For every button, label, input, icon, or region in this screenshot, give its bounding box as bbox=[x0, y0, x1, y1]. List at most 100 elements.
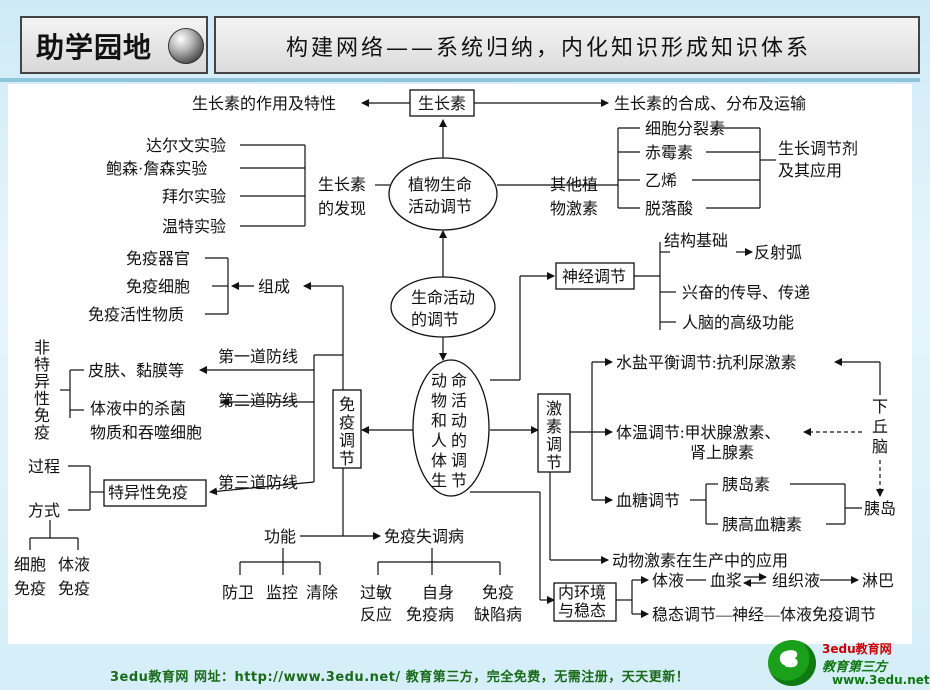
animal-regulation-char: 调 bbox=[451, 452, 467, 470]
homeostasis-line2: 与稳态 bbox=[558, 602, 606, 620]
brain-function-label: 人脑的高级功能 bbox=[682, 314, 794, 332]
pancreatic-islet-label: 胰岛 bbox=[864, 500, 896, 518]
neural-regulation-box bbox=[555, 262, 635, 290]
animal-regulation-char: 人 bbox=[431, 432, 447, 450]
other-hormones-line1: 其他植 bbox=[550, 176, 598, 194]
disorder-autoimmune-line2: 免疫病 bbox=[406, 606, 454, 624]
footer: 3edu教育网 网址：http://www.3edu.net/ 教育第三方，完全… bbox=[0, 660, 920, 690]
hormone-gibberellin: 赤霉素 bbox=[645, 144, 693, 162]
first-barrier-content: 皮肤、黏膜等 bbox=[88, 362, 184, 380]
animal-regulation-char: 活 bbox=[451, 392, 467, 410]
function-label: 功能 bbox=[264, 528, 296, 546]
structural-basis-label: 结构基础 bbox=[664, 232, 728, 250]
cellular-immunity-line1: 细胞 bbox=[14, 556, 46, 574]
immune-disorder-label: 免疫失调病 bbox=[384, 528, 464, 546]
logo-line1: 3edu教育网 bbox=[822, 642, 892, 656]
animal-regulation-ellipse bbox=[412, 359, 490, 497]
composition-label: 组成 bbox=[258, 278, 290, 296]
hormone-cytokinin: 细胞分裂素 bbox=[645, 120, 725, 138]
banner-title: 构建网络——系统归纳，内化知识形成知识体系 bbox=[286, 36, 812, 61]
method-label: 方式 bbox=[28, 502, 60, 520]
immune-regulation-char: 疫 bbox=[339, 414, 355, 432]
growth-regulator-line1: 生长调节剂 bbox=[778, 140, 858, 158]
badge-title: 助学园地 bbox=[36, 31, 153, 64]
animal-regulation-char: 生 bbox=[431, 472, 447, 490]
second-barrier-content-line2: 物质和吞噬细胞 bbox=[90, 424, 202, 442]
animal-regulation-char: 和 bbox=[431, 412, 447, 430]
animal-regulation-char: 体 bbox=[431, 452, 447, 470]
glucagon-label: 胰高血糖素 bbox=[722, 516, 802, 534]
immune-regulation-char: 免 bbox=[339, 396, 355, 414]
disorder-immunodeficiency-line2: 缺陷病 bbox=[474, 606, 522, 624]
site-logo-icon bbox=[768, 640, 816, 686]
auxin-box bbox=[409, 89, 475, 117]
immune-regulation-char: 节 bbox=[339, 450, 355, 468]
function-defense: 防卫 bbox=[222, 584, 254, 602]
animal-regulation-char: 命 bbox=[451, 372, 467, 390]
process-label: 过程 bbox=[28, 458, 60, 476]
body-temp-line2: 肾上腺素 bbox=[690, 444, 754, 462]
auxin-discovery-line1: 生长素 bbox=[318, 176, 366, 194]
life-regulation-line2: 的调节 bbox=[411, 311, 459, 329]
disorder-allergy-line2: 反应 bbox=[360, 605, 392, 624]
neural-regulation-label: 神经调节 bbox=[562, 268, 626, 286]
footer-text: 3edu教育网 网址：http://www.3edu.net/ 教育第三方，完全… bbox=[110, 670, 690, 685]
non-specific-char: 特 bbox=[34, 356, 50, 374]
excitation-label: 兴奋的传导、传递 bbox=[682, 284, 810, 302]
hormone-ethylene: 乙烯 bbox=[645, 172, 677, 190]
banner-panel: 构建网络——系统归纳，内化知识形成知识体系 bbox=[214, 16, 920, 74]
immune-cell: 免疫细胞 bbox=[126, 278, 190, 296]
third-barrier-label: 第三道防线 bbox=[218, 474, 298, 492]
experiment-paal: 拜尔实验 bbox=[162, 188, 226, 206]
experiment-went: 温特实验 bbox=[162, 218, 226, 236]
animal-regulation-char: 节 bbox=[451, 472, 467, 490]
plant-regulation-ellipse bbox=[388, 157, 498, 231]
water-salt-label: 水盐平衡调节:抗利尿激素 bbox=[616, 354, 796, 372]
experiment-boysen-jensen: 鲍森·詹森实验 bbox=[106, 160, 207, 178]
hormone-regulation-char: 素 bbox=[546, 418, 562, 436]
hormone-regulation-char: 节 bbox=[546, 454, 562, 472]
auxin-discovery-line2: 的发现 bbox=[318, 200, 366, 218]
specific-immunity-label: 特异性免疫 bbox=[108, 484, 188, 502]
hormone-application-label: 动物激素在生产中的应用 bbox=[612, 551, 788, 570]
disorder-immunodeficiency-line1: 免疫 bbox=[482, 584, 514, 602]
hormone-abscisic-acid: 脱落酸 bbox=[645, 200, 693, 218]
connector-lines bbox=[29, 99, 884, 618]
cellular-immunity-line2: 免疫 bbox=[14, 580, 46, 598]
header: 助学园地 构建网络——系统归纳，内化知识形成知识体系 bbox=[10, 8, 920, 74]
humoral-immunity-line1: 体液 bbox=[58, 556, 90, 574]
logo-mark: 3 bbox=[784, 648, 800, 673]
second-barrier-content-line1: 体液中的杀菌 bbox=[90, 400, 186, 418]
header-divider bbox=[0, 78, 920, 82]
other-hormones-line2: 物激素 bbox=[550, 200, 598, 218]
body-temp-line1: 体温调节:甲状腺激素、 bbox=[616, 424, 780, 442]
experiment-darwin: 达尔文实验 bbox=[146, 137, 226, 155]
logo-line2: 教育第三方 bbox=[822, 660, 888, 675]
hormone-regulation-char: 激 bbox=[546, 400, 562, 418]
growth-regulator-line2: 及其应用 bbox=[778, 161, 842, 180]
badge-panel: 助学园地 bbox=[20, 16, 208, 74]
non-specific-char: 性 bbox=[34, 390, 50, 408]
immune-regulation-char: 调 bbox=[339, 432, 355, 450]
life-regulation-line1: 生命活动 bbox=[411, 289, 475, 307]
labels: 生长素 生长素的作用及特性 生长素的合成、分布及运输 达尔文实验 鲍森·詹森实验… bbox=[14, 95, 896, 624]
non-specific-char: 异 bbox=[34, 374, 50, 391]
auxin-label: 生长素 bbox=[418, 95, 466, 113]
hypothalamus-char: 下 bbox=[872, 399, 888, 416]
immune-active-substance: 免疫活性物质 bbox=[88, 306, 184, 324]
plasma-label: 血浆 bbox=[710, 572, 742, 590]
plant-regulation-line2: 活动调节 bbox=[408, 198, 472, 216]
non-specific-char: 非 bbox=[34, 339, 50, 357]
disorder-allergy-line1: 过敏 bbox=[360, 584, 392, 602]
auxin-synthesis-label: 生长素的合成、分布及运输 bbox=[614, 95, 806, 113]
auxin-function-label: 生长素的作用及特性 bbox=[192, 95, 336, 113]
homeostasis-regulation-label: 稳态调节—神经—体液免疫调节 bbox=[652, 606, 876, 624]
immune-organ: 免疫器官 bbox=[126, 250, 190, 268]
hormone-regulation-box bbox=[537, 393, 571, 473]
function-monitor: 监控 bbox=[266, 584, 298, 602]
hormone-regulation-char: 调 bbox=[546, 436, 562, 454]
function-clear: 清除 bbox=[306, 584, 338, 602]
fluid-connectors bbox=[686, 573, 767, 587]
animal-regulation-char: 的 bbox=[451, 432, 467, 450]
